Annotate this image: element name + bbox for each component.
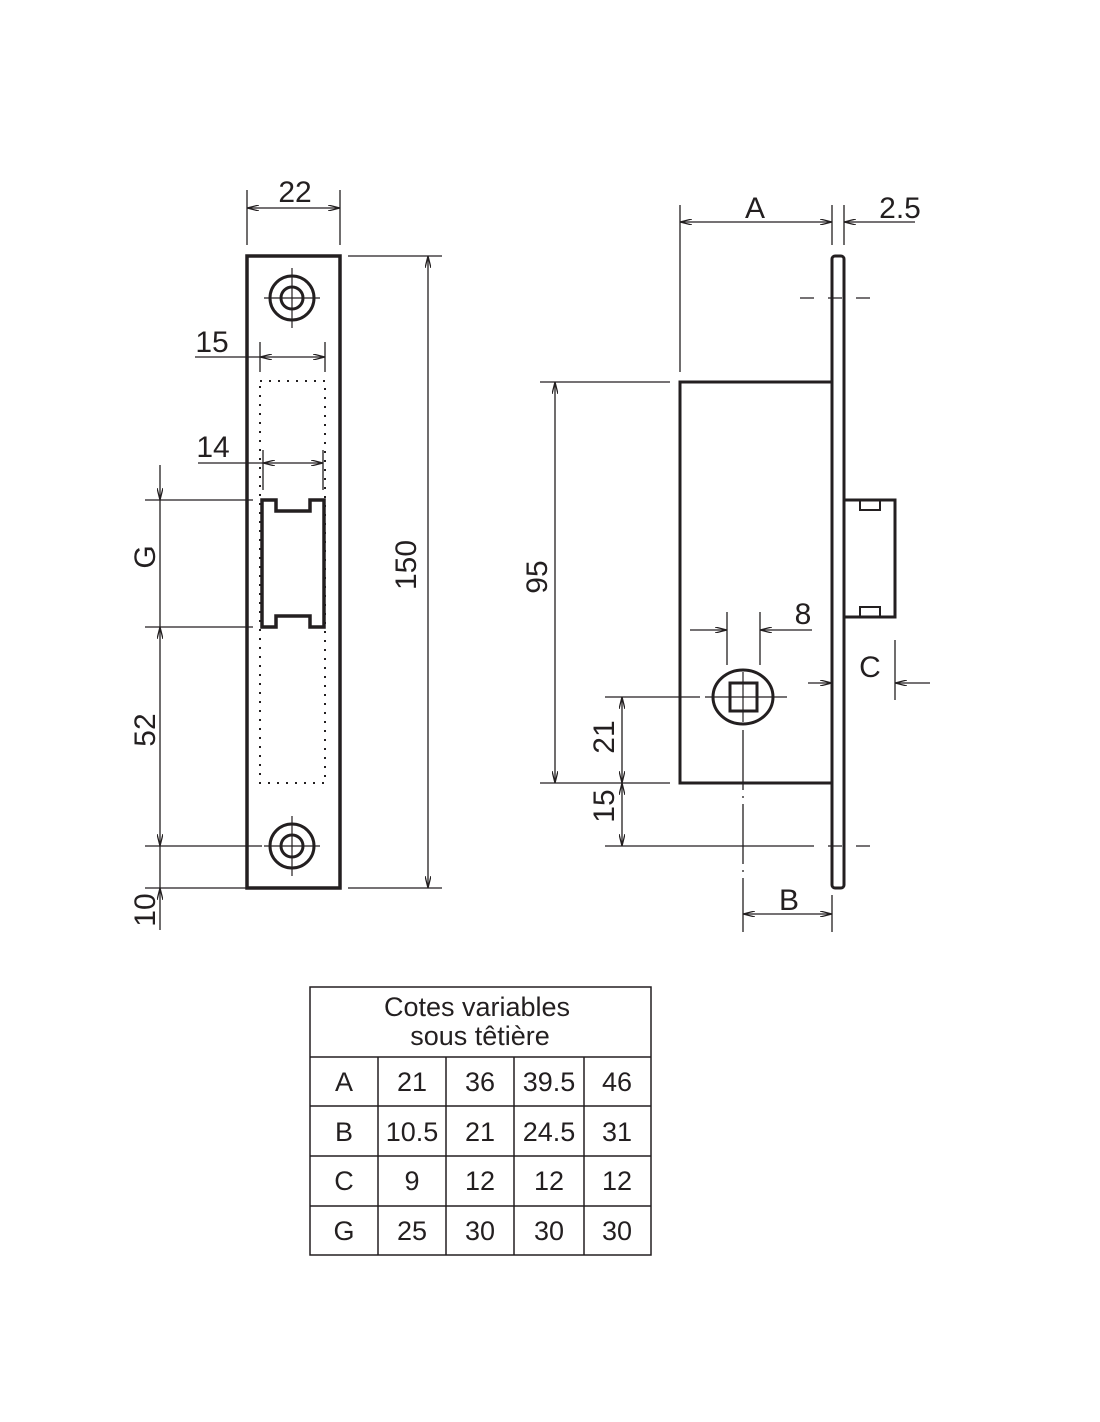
dimensions-table: Cotes variables sous têtière A 21 36 39.5 46… xyxy=(309,986,652,1256)
hidden-mortise-outline xyxy=(259,380,326,784)
table-cell: 30 xyxy=(534,1216,564,1246)
dim-slot-inner: 14 xyxy=(196,431,229,464)
dim-follower-height: 21 xyxy=(588,720,621,753)
faceplate xyxy=(245,254,342,890)
lock-body xyxy=(678,380,834,785)
table-cell: 21 xyxy=(397,1067,427,1097)
front-view: 22 150 15 14 G 52 10 xyxy=(129,176,442,930)
table-title-line2: sous têtière xyxy=(410,1021,550,1051)
side-view: A 2.5 95 8 21 15 B C xyxy=(521,192,930,932)
table-cell: 10.5 xyxy=(386,1117,439,1147)
table-cell: 12 xyxy=(465,1166,495,1196)
dim-latch-projection: C xyxy=(859,651,881,684)
row-label: B xyxy=(335,1117,353,1147)
latch-opening xyxy=(260,498,326,629)
dim-latch-offset: 52 xyxy=(129,713,162,746)
table-cell: 31 xyxy=(602,1117,632,1147)
dim-backset: A xyxy=(745,192,765,225)
dim-screw-distance: 15 xyxy=(588,789,621,822)
table-cell: 39.5 xyxy=(523,1067,576,1097)
dim-height: 150 xyxy=(390,540,423,590)
table-cell: 9 xyxy=(404,1166,419,1196)
table-row: G 25 30 30 30 xyxy=(333,1216,632,1246)
dim-follower: 8 xyxy=(795,598,812,631)
table-cell: 21 xyxy=(465,1117,495,1147)
row-label: G xyxy=(333,1216,354,1246)
table-cell: 25 xyxy=(397,1216,427,1246)
follower xyxy=(705,668,787,726)
table-row: A 21 36 39.5 46 xyxy=(335,1067,632,1097)
dim-faceplate-thickness: 2.5 xyxy=(879,192,921,225)
table-title-line1: Cotes variables xyxy=(384,992,570,1022)
row-label: A xyxy=(335,1067,353,1097)
side-faceplate xyxy=(830,254,846,890)
table-cell: 12 xyxy=(602,1166,632,1196)
row-label: C xyxy=(334,1166,354,1196)
dim-width: 22 xyxy=(278,176,311,209)
table-cell: 12 xyxy=(534,1166,564,1196)
table-cell: 30 xyxy=(465,1216,495,1246)
screw-hole-bottom xyxy=(264,816,320,876)
screw-hole-top xyxy=(264,268,320,328)
dim-screw-offset: 10 xyxy=(129,893,162,926)
dim-body-height: 95 xyxy=(521,560,554,593)
table-cell: 24.5 xyxy=(523,1117,576,1147)
dim-follower-offset: B xyxy=(779,884,799,917)
table-cell: 36 xyxy=(465,1067,495,1097)
table-row: C 9 12 12 12 xyxy=(334,1166,632,1196)
dim-slot-outer: 15 xyxy=(195,326,228,359)
latch-bolt xyxy=(844,498,897,619)
table-row: B 10.5 21 24.5 31 xyxy=(335,1117,632,1147)
table-cell: 30 xyxy=(602,1216,632,1246)
dim-latch-height: G xyxy=(129,545,162,568)
table-cell: 46 xyxy=(602,1067,632,1097)
